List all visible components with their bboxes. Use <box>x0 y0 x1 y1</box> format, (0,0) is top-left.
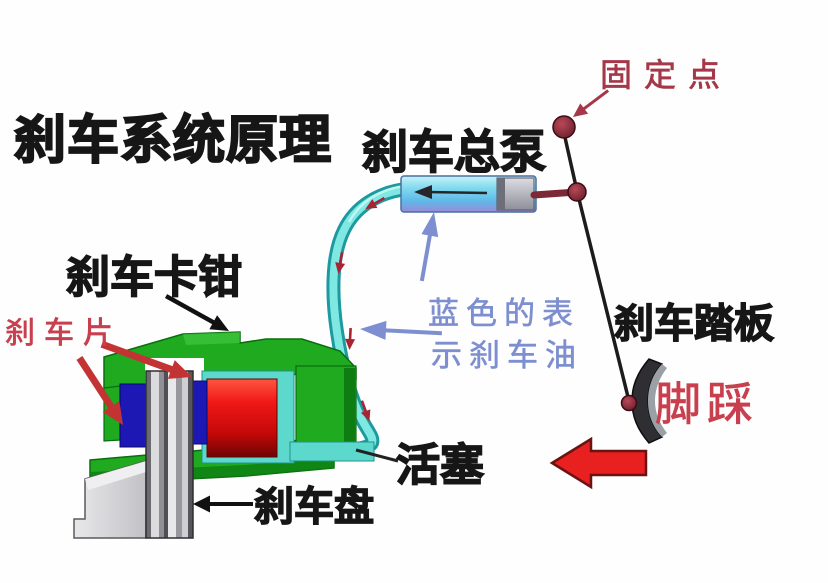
label-fluid-note-line2: 示刹车油 <box>431 338 583 373</box>
pad-arrow-upper <box>100 340 192 379</box>
disc-label-arrow <box>193 495 253 513</box>
brake-disc <box>145 370 194 539</box>
page-title: 刹车系统原理 <box>14 112 332 170</box>
caliper-assembly <box>73 331 375 539</box>
label-fluid-note-line1: 蓝色的表 <box>428 296 580 331</box>
flow-arrow <box>345 327 356 350</box>
label-brake-pad: 刹车片 <box>5 317 122 350</box>
label-master-cylinder: 刹车总泵 <box>362 126 546 178</box>
label-caliper: 刹车卡钳 <box>66 253 242 302</box>
piston-label-line <box>355 448 399 463</box>
fluid-channel <box>289 441 375 462</box>
flow-arrow <box>335 251 346 274</box>
fixed-point-joint <box>552 115 576 139</box>
label-disc: 刹车盘 <box>254 484 374 529</box>
pedal-linkage <box>552 115 667 444</box>
brake-pad-left <box>119 383 149 448</box>
rod-joint <box>567 182 587 202</box>
pressure-arrow <box>414 185 488 199</box>
master-cylinder <box>400 175 581 213</box>
flow-arrow <box>365 196 386 209</box>
label-fixed-point: 固定点 <box>600 57 732 93</box>
fluid-note-arrow-left <box>360 320 442 340</box>
label-piston: 活塞 <box>396 441 484 490</box>
anchor-plate <box>73 459 147 539</box>
flow-arrow <box>360 400 371 422</box>
label-pedal: 刹车踏板 <box>614 302 774 346</box>
pedal-joint <box>620 394 638 412</box>
label-foot-press: 脚踩 <box>655 378 759 430</box>
caliper-label-arrow <box>164 294 229 331</box>
caliper-piston-red <box>206 378 278 458</box>
fluid-note-arrow-up <box>419 212 439 282</box>
pad-arrow-lower <box>76 356 123 425</box>
foot-force-arrow <box>549 436 648 490</box>
fixed-point-arrow <box>573 89 610 117</box>
